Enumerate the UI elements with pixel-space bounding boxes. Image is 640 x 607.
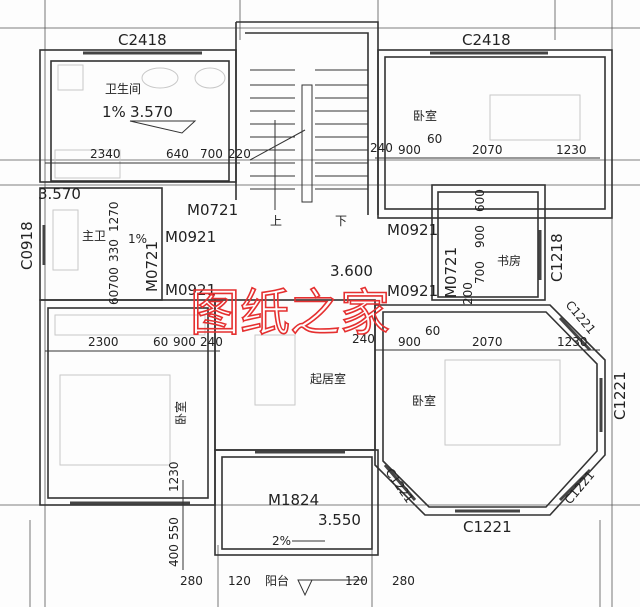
- dimension-label: 60: [107, 290, 121, 305]
- window-label: C1221: [463, 518, 512, 536]
- windows: [42, 51, 603, 513]
- dimension-label: 900: [473, 225, 487, 248]
- dimension-label: 1230: [167, 461, 181, 492]
- room-label-bathroom: 卫生间: [105, 82, 141, 96]
- door-label: M0721: [143, 241, 161, 292]
- window-label: C1221: [562, 468, 598, 507]
- dimension-label: 550: [167, 517, 181, 540]
- elevation-label: 3.570: [38, 185, 81, 203]
- dimension-label: 900: [173, 335, 196, 349]
- dimension-label: 280: [392, 574, 415, 588]
- dimension-label: 120: [228, 574, 251, 588]
- dimension-label: 330: [107, 239, 121, 262]
- window-label: C2418: [118, 31, 167, 49]
- dimension-label: 240: [352, 332, 375, 346]
- door-label: M0721: [442, 247, 460, 298]
- dimension-label: 60: [427, 132, 442, 146]
- dimension-label: 120: [345, 574, 368, 588]
- stair-up-label: 上: [270, 214, 282, 228]
- dimension-label: 2070: [472, 143, 503, 157]
- room-label-bedroom-sw: 卧室: [173, 401, 188, 425]
- dimension-label: 200: [461, 282, 475, 305]
- door-label: M0921: [165, 228, 216, 246]
- dimension-label: 220: [228, 147, 251, 161]
- dimension-label: 240: [200, 335, 223, 349]
- dimension-label: 280: [180, 574, 203, 588]
- stair-down-label: 下: [335, 214, 347, 228]
- elevation-label: 3.550: [318, 511, 361, 529]
- dimension-label: 900: [398, 335, 421, 349]
- dimension-label: 400: [167, 544, 181, 567]
- walls: [39, 21, 613, 556]
- window-label: C1218: [548, 233, 566, 282]
- room-label-master-bath: 主卫: [82, 229, 106, 243]
- furniture: [52, 64, 581, 466]
- door-label: M0921: [387, 282, 438, 300]
- dimension-label: 60: [153, 335, 168, 349]
- dimension-label: 640: [166, 147, 189, 161]
- dimension-label: 700: [473, 261, 487, 284]
- room-label-study: 书房: [497, 253, 521, 268]
- dimension-label: 1230: [557, 335, 588, 349]
- window-label: C2418: [462, 31, 511, 49]
- dimension-label: 900: [398, 143, 421, 157]
- room-label-bedroom-ne: 卧室: [413, 108, 437, 123]
- dimension-label: 700: [200, 147, 223, 161]
- door-label: M0921: [387, 221, 438, 239]
- dimension-label: 2070: [472, 335, 503, 349]
- elevation-marker: [297, 579, 365, 597]
- slope-label: 1%: [102, 103, 126, 121]
- elevation-label: 3.600: [330, 262, 373, 280]
- elevation-marker: [129, 120, 197, 134]
- dimension-label: 1270: [107, 201, 121, 232]
- room-label-living: 起居室: [310, 371, 346, 386]
- dimension-label: 1230: [556, 143, 587, 157]
- elevation-label: 3.570: [130, 103, 173, 121]
- dimension-label: 700: [107, 267, 121, 290]
- slope-label: 2%: [272, 534, 291, 548]
- door-label: M1824: [268, 491, 319, 509]
- room-label-balcony: 阳台: [265, 573, 289, 588]
- dimension-label: 2300: [88, 335, 119, 349]
- window-label: C1221: [611, 371, 629, 420]
- window-label: C1221: [383, 466, 417, 506]
- window-label: C0918: [18, 221, 36, 270]
- dimension-label: 2340: [90, 147, 121, 161]
- staircase: [249, 69, 368, 210]
- slope-label: 1%: [128, 232, 147, 246]
- dimension-label: 60: [425, 324, 440, 338]
- room-label-bedroom-se: 卧室: [412, 393, 436, 408]
- window-label: C1221: [563, 298, 599, 337]
- watermark: 图纸之家: [190, 284, 390, 342]
- door-label: M0921: [165, 281, 216, 299]
- door-label: M0721: [187, 201, 238, 219]
- dimension-label: 240: [370, 141, 393, 155]
- dimension-label: 600: [473, 189, 487, 212]
